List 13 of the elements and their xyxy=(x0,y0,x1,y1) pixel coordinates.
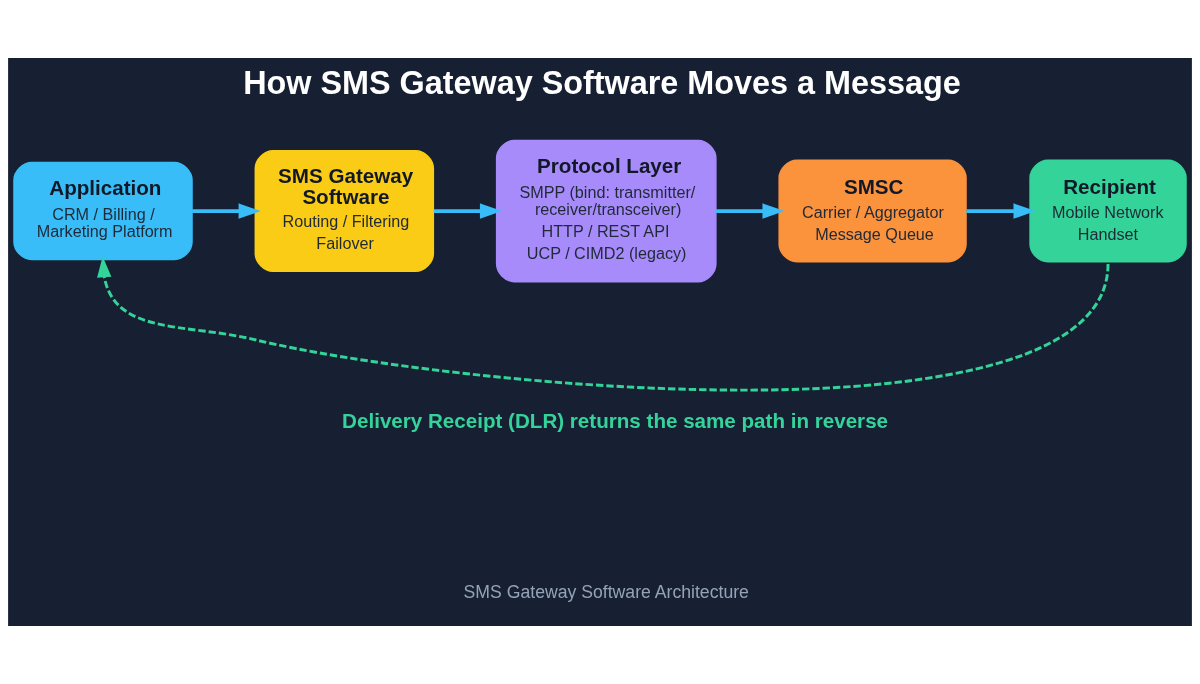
arrow xyxy=(192,203,261,219)
arrow xyxy=(433,203,503,219)
node-box: Recipient Mobile Network Handset xyxy=(1029,159,1187,263)
node-box: Application CRM / Billing / Marketing Platform xyxy=(13,161,193,261)
node-box: SMS Gateway Software Routing / Filtering Failover xyxy=(254,149,435,273)
arrow xyxy=(97,256,1110,392)
diagram-title: How SMS Gateway Software Moves a Message xyxy=(243,65,961,102)
node-box: SMSC Carrier / Aggregator Message Queue xyxy=(778,159,967,263)
arrow xyxy=(966,203,1036,219)
arrow xyxy=(716,203,785,219)
node-box: Protocol Layer SMPP (bind: transmitter/ receiver/transceiver) HTTP / REST API UCP / CIMD2 (legacy) xyxy=(495,139,717,283)
caption: SMS Gateway Software Architecture xyxy=(463,582,749,603)
label: Delivery Receipt (DLR) returns the same path in reverse xyxy=(342,409,889,433)
